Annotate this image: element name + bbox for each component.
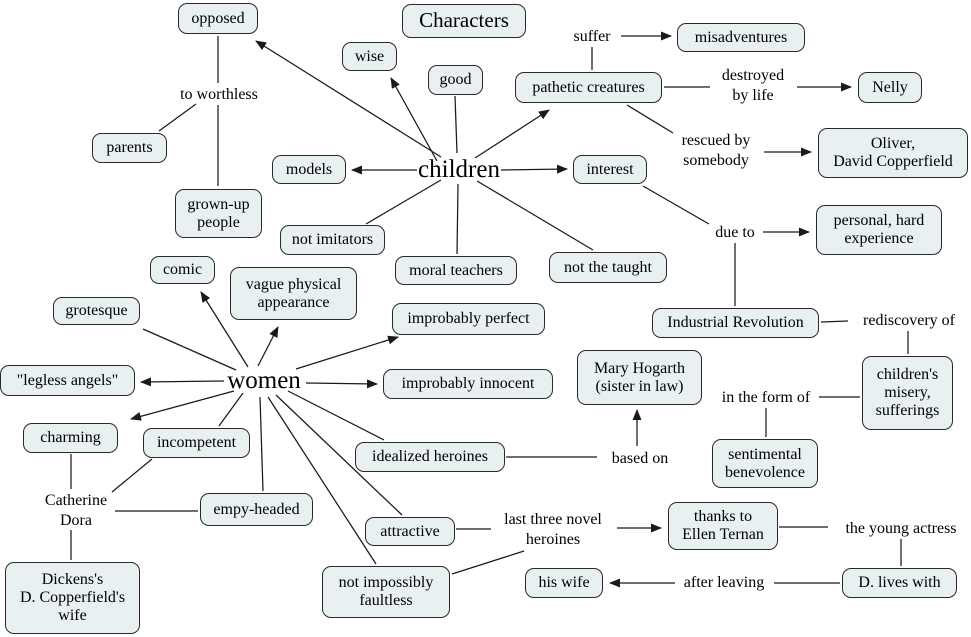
node-improbably-innocent[interactable]: improbably innocent [383, 369, 553, 399]
link-label-after-leaving[interactable]: after leaving [683, 573, 765, 591]
node-charming[interactable]: charming [23, 423, 118, 453]
node-legless-angels[interactable]: "legless angels" [0, 365, 135, 396]
node-interest[interactable]: interest [573, 155, 647, 184]
node-models[interactable]: models [272, 155, 346, 184]
link-label-due-to[interactable]: due to [715, 223, 755, 241]
link-label-the-young-actress[interactable]: the young actress [845, 519, 957, 537]
node-moral-teachers[interactable]: moral teachers [395, 256, 517, 285]
node-not-impossibly-faultless[interactable]: not impossibly faultless [322, 566, 450, 618]
node-his-wife[interactable]: his wife [525, 568, 603, 598]
node-incompetent[interactable]: incompetent [143, 428, 250, 458]
node-personal-hard-experience[interactable]: personal, hard experience [816, 205, 942, 255]
link-label-last-three-novel-heroines[interactable]: last three novel heroines [504, 511, 602, 548]
node-nelly[interactable]: Nelly [858, 72, 922, 103]
node-grown-up-people[interactable]: grown-up people [175, 189, 262, 238]
link-label-suffer[interactable]: suffer [573, 27, 611, 45]
node-childrens-misery[interactable]: children's misery, sufferings [862, 356, 953, 430]
node-pathetic-creatures[interactable]: pathetic creatures [515, 72, 662, 103]
node-attractive[interactable]: attractive [365, 517, 455, 546]
node-mary-hogarth[interactable]: Mary Hogarth (sister in law) [577, 350, 702, 405]
node-improbably-perfect[interactable]: improbably perfect [392, 303, 545, 335]
node-empy-headed[interactable]: empy-headed [200, 493, 313, 526]
node-parents[interactable]: parents [92, 133, 167, 163]
node-d-lives-with[interactable]: D. lives with [842, 568, 957, 598]
node-opposed[interactable]: opposed [178, 3, 258, 34]
node-grotesque[interactable]: grotesque [53, 297, 140, 325]
node-vague-physical-appearance[interactable]: vague physical appearance [230, 267, 357, 320]
map-title: Characters [402, 4, 526, 38]
link-label-catherine-dora[interactable]: Catherine Dora [44, 492, 108, 529]
link-label-in-the-form-of[interactable]: in the form of [721, 388, 811, 406]
node-misadventures[interactable]: misadventures [677, 23, 805, 52]
concept-children[interactable]: children [418, 156, 500, 183]
link-label-rediscovery-of[interactable]: rediscovery of [863, 311, 955, 329]
link-label-destroyed-by-life[interactable]: destroyed by life [721, 67, 785, 104]
node-not-imitators[interactable]: not imitators [280, 225, 385, 255]
concept-women[interactable]: women [227, 367, 301, 394]
node-thanks-to-ellen-ternan[interactable]: thanks to Ellen Ternan [668, 502, 778, 550]
node-idealized-heroines[interactable]: idealized heroines [355, 442, 505, 472]
node-wise[interactable]: wise [342, 42, 397, 71]
node-dickens-copperfields-wife[interactable]: Dickens's D. Copperfield's wife [5, 562, 140, 634]
node-oliver-david-copperfield[interactable]: Oliver, David Copperfield [818, 128, 968, 178]
node-not-the-taught[interactable]: not the taught [549, 252, 667, 283]
node-industrial-revolution[interactable]: Industrial Revolution [652, 308, 819, 338]
link-label-based-on[interactable]: based on [611, 449, 669, 467]
link-label-rescued-by-somebody[interactable]: rescued by somebody [681, 132, 751, 169]
node-good[interactable]: good [428, 65, 483, 95]
node-comic[interactable]: comic [150, 256, 215, 284]
link-label-to-worthless[interactable]: to worthless [180, 85, 258, 103]
node-sentimental-benevolence[interactable]: sentimental benevolence [712, 439, 818, 488]
